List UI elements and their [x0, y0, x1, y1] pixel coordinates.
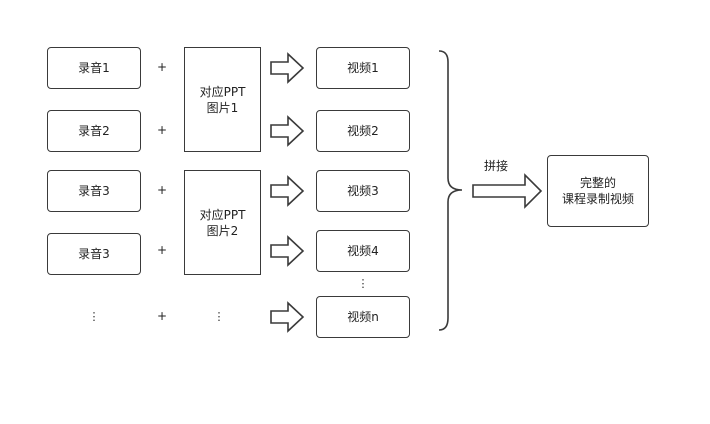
recording-box-2: 录音2 — [47, 110, 141, 152]
plus-sign: + — [156, 60, 168, 74]
ppt-ellipsis: ⋮ — [213, 310, 225, 323]
ppt-slide-label: 图片2 — [206, 223, 239, 238]
recording-box-4: 录音3 — [47, 233, 141, 275]
video-box-2: 视频2 — [316, 110, 410, 152]
video-box-n: 视频n — [316, 296, 410, 338]
video-label: 视频4 — [347, 244, 379, 258]
arrow-icon — [270, 175, 305, 207]
video-box-4: 视频4 — [316, 230, 410, 272]
recording-label: 录音2 — [78, 124, 110, 138]
plus-sign: + — [156, 243, 168, 257]
arrow-icon — [270, 115, 305, 147]
join-label: 拼接 — [484, 159, 509, 173]
video-label: 视频1 — [347, 61, 379, 75]
ppt-slide-label: 图片1 — [206, 100, 239, 115]
plus-sign: + — [156, 309, 168, 323]
video-label: 视频2 — [347, 124, 379, 138]
arrow-icon — [270, 52, 305, 84]
arrow-icon — [270, 235, 305, 267]
ppt-slide-label: 对应PPT — [199, 207, 246, 222]
video-ellipsis: ⋮ — [357, 277, 369, 290]
recording-box-3: 录音3 — [47, 170, 141, 212]
plus-sign: + — [156, 123, 168, 137]
video-box-3: 视频3 — [316, 170, 410, 212]
recording-ellipsis: ⋮ — [88, 310, 100, 323]
recording-label: 录音3 — [78, 184, 110, 198]
result-label: 课程录制视频 — [561, 192, 634, 206]
curly-brace-icon — [438, 50, 463, 331]
ppt-slide-box-1: 对应PPT 图片1 — [184, 47, 261, 152]
video-box-1: 视频1 — [316, 47, 410, 89]
result-box: 完整的 课程录制视频 — [547, 155, 649, 227]
recording-label: 录音1 — [78, 61, 110, 75]
arrow-icon — [472, 173, 543, 209]
ppt-slide-label: 对应PPT — [199, 84, 246, 99]
video-label: 视频n — [347, 310, 379, 324]
result-label: 完整的 — [579, 176, 616, 190]
recording-box-1: 录音1 — [47, 47, 141, 89]
arrow-icon — [270, 301, 305, 333]
ppt-slide-box-2: 对应PPT 图片2 — [184, 170, 261, 275]
video-label: 视频3 — [347, 184, 379, 198]
recording-label: 录音3 — [78, 247, 110, 261]
plus-sign: + — [156, 183, 168, 197]
